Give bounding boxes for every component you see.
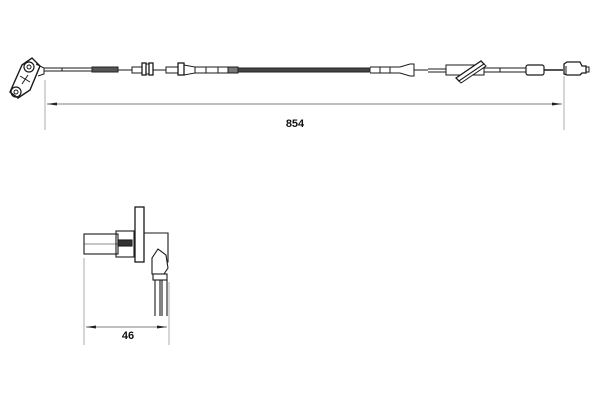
cross-clip [428,60,526,84]
sensor-width-dimension [83,258,170,345]
cable-segment-2 [195,63,428,77]
overall-length-label: 854 [285,118,305,130]
arrow-left-icon [86,325,96,329]
connector-sleeve [525,64,563,76]
arrow-right-icon [552,102,562,106]
mounting-bracket-icon [9,57,45,99]
arrow-left-icon [47,102,57,106]
sensor-width-label: 46 [121,330,135,342]
cable-segment-1 [44,66,132,73]
sensor-head-view [83,206,169,316]
end-plug-connector [563,61,590,76]
cable-assembly-view [9,57,590,99]
arrow-right-icon [157,325,167,329]
grommet-clip-2 [165,62,196,76]
overall-length-dimension [44,76,565,130]
grommet-clip-1 [131,62,166,76]
